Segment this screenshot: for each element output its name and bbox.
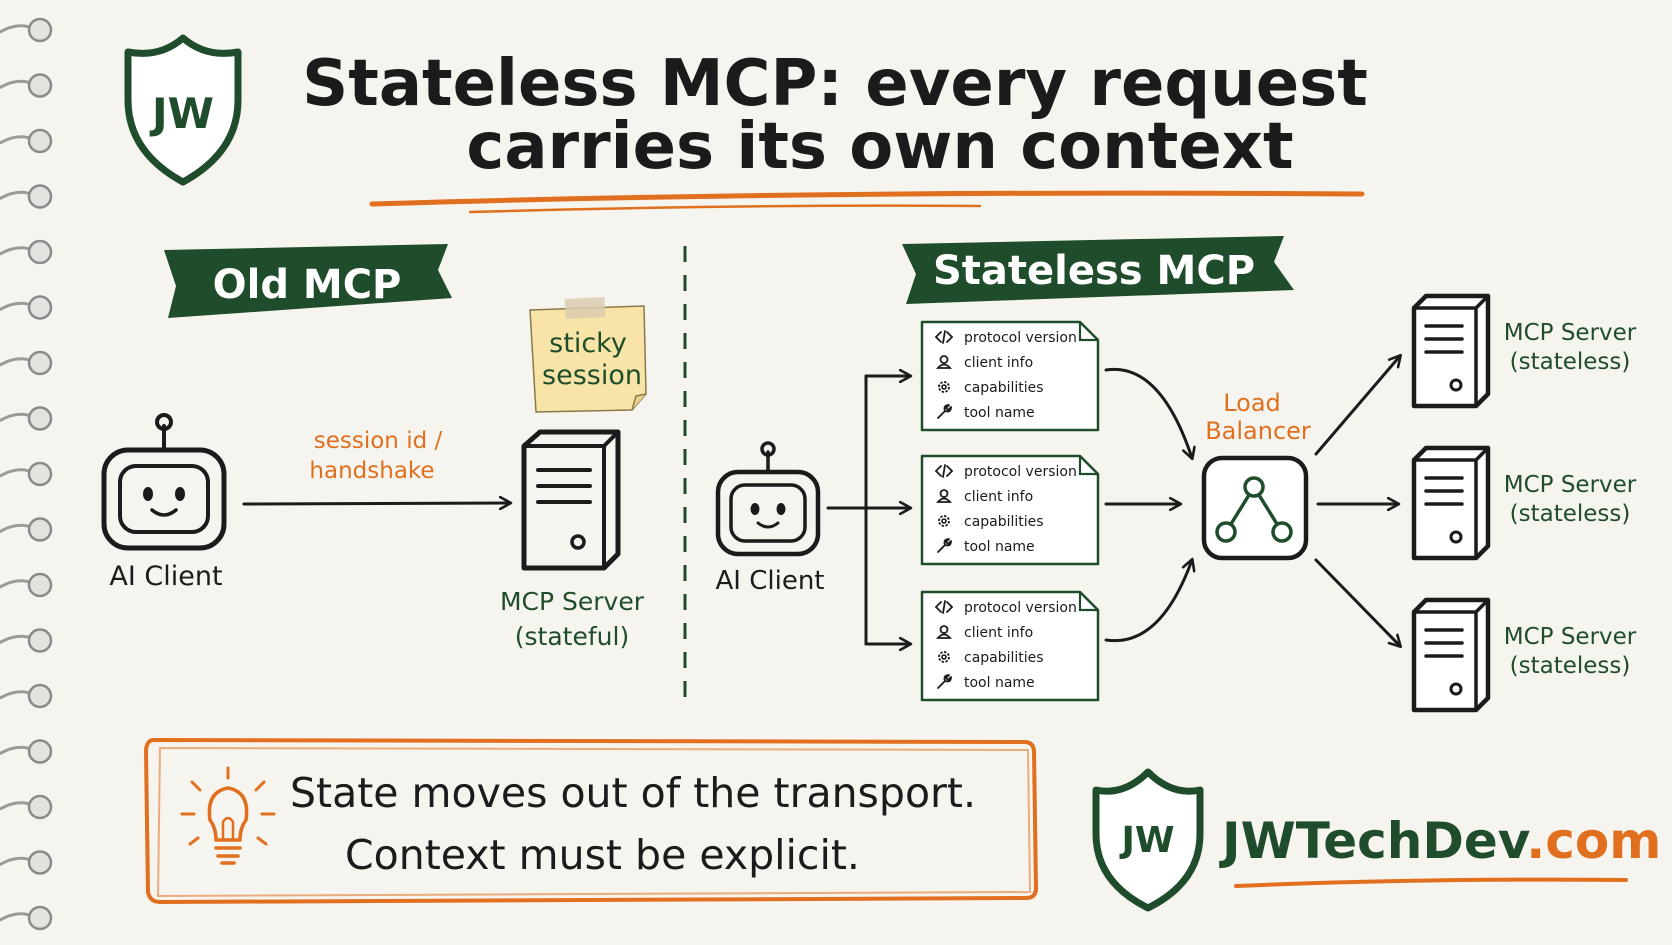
robot-icon (101, 413, 227, 551)
wrench-icon (937, 674, 952, 689)
spiral-ring (0, 406, 53, 431)
server-icon: MCP Server (stateless) (1411, 445, 1637, 561)
load-balancer-icon (1201, 455, 1309, 561)
old-mcp-banner-label: Old MCP (213, 262, 402, 308)
request-field-label: protocol version (964, 600, 1077, 616)
gear-icon (938, 381, 950, 393)
request-field-label: tool name (964, 539, 1035, 555)
request-field-label: capabilities (964, 650, 1044, 666)
load-balancer-label-line-2: Balancer (1205, 417, 1311, 445)
logo-shield: JW (124, 34, 242, 186)
brand-name-suffix: .com (1526, 812, 1661, 870)
callout-box (143, 737, 1039, 905)
sticky-tape (564, 296, 606, 320)
spiral-ring (0, 683, 53, 709)
request-card: protocol version client info capabilities t… (920, 590, 1100, 702)
old-client-label: AI Client (109, 561, 222, 592)
spiral-ring (0, 184, 53, 209)
brand-logo-monogram: JW (1118, 820, 1174, 861)
sticky-note-line-1: sticky (549, 328, 627, 359)
request-card: protocol version client info capabilities t… (920, 454, 1100, 566)
title-line-2: carries its own context (466, 110, 1293, 184)
spiral-ring (0, 572, 53, 598)
stateless-banner-label: Stateless MCP (933, 248, 1255, 294)
load-balancer-label-line-1: Load (1223, 389, 1281, 417)
card-to-lb-arrow-3 (1104, 560, 1192, 643)
spiral-ring (0, 905, 53, 931)
user-icon (936, 489, 952, 503)
gear-icon (938, 515, 950, 527)
old-server-label-line-2: (stateful) (515, 622, 629, 651)
spiral-ring (0, 461, 53, 487)
user-icon (936, 355, 952, 369)
stateless-servers: MCP Server (stateless) MCP Server (stateles… (1411, 293, 1637, 713)
code-icon (934, 600, 954, 614)
server-icon: MCP Server (stateless) (1411, 597, 1637, 713)
old-mcp-banner: Old MCP (164, 244, 452, 318)
gear-icon (938, 651, 950, 663)
request-field-label: tool name (964, 405, 1035, 421)
spiral-ring (0, 628, 53, 653)
logo-monogram: JW (149, 89, 214, 138)
brand-name-main: JWTechDev (1219, 812, 1530, 870)
request-field-label: client info (964, 489, 1033, 505)
brand-logo-shield: JW (1092, 768, 1204, 912)
request-card: protocol version client info capabilities t… (920, 320, 1100, 432)
new-client-label: AI Client (716, 566, 825, 596)
wrench-icon (937, 404, 952, 419)
arrow-label-line-2: handshake (309, 458, 434, 484)
spiral-ring (0, 739, 53, 764)
request-field-label: tool name (964, 675, 1035, 691)
stateless-mcp-banner: Stateless MCP (902, 236, 1294, 304)
spiral-ring (0, 517, 53, 542)
robot-icon (715, 441, 821, 557)
title-underline-accent (468, 204, 982, 214)
request-field-label: client info (964, 625, 1033, 641)
request-field-label: protocol version (964, 330, 1077, 346)
stateless-server-label-line-1: MCP Server (1504, 320, 1637, 346)
stateless-server-label-line-1: MCP Server (1504, 624, 1637, 650)
request-field-label: protocol version (964, 464, 1077, 480)
request-field-label: capabilities (964, 380, 1044, 396)
request-field-label: capabilities (964, 514, 1044, 530)
title-line-1: Stateless MCP: every request (302, 47, 1368, 121)
spiral-ring (0, 239, 53, 265)
request-cards: protocol version client info capabilities t… (920, 320, 1100, 702)
spiral-ring (0, 794, 53, 820)
title-underline (369, 190, 1365, 207)
brand-name: JWTechDev.com (1219, 812, 1661, 870)
spiral-ring (0, 295, 53, 320)
stateless-server-label-line-1: MCP Server (1504, 472, 1637, 498)
user-icon (936, 625, 952, 639)
old-server-label-line-1: MCP Server (500, 587, 645, 616)
code-icon (934, 330, 954, 344)
brand-underline (1234, 877, 1628, 888)
callout-line-2: Context must be explicit. (345, 831, 860, 879)
spiral-ring (0, 17, 53, 43)
stateless-server-label-line-2: (stateless) (1510, 501, 1631, 527)
server-icon: MCP Server (stateless) (1411, 293, 1637, 409)
session-arrow (242, 503, 510, 504)
stateless-server-label-line-2: (stateless) (1510, 653, 1631, 679)
lb-to-server-arrow-3 (1314, 558, 1400, 646)
code-icon (934, 464, 954, 478)
card-to-lb-arrow-1 (1104, 367, 1192, 458)
sticky-note-line-2: session (542, 360, 642, 391)
spiral-ring (0, 350, 53, 376)
notebook-spiral (0, 17, 53, 931)
spiral-ring (0, 850, 53, 875)
lb-to-server-arrow-1 (1314, 356, 1400, 456)
request-field-label: client info (964, 355, 1033, 371)
callout-line-1: State moves out of the transport. (290, 769, 976, 817)
sticky-note: sticky session (529, 296, 647, 413)
spiral-ring (0, 73, 53, 98)
arrow-label-line-1: session id / (314, 428, 443, 454)
spiral-ring (0, 128, 53, 154)
lightbulb-icon (180, 766, 276, 865)
server-icon (521, 429, 621, 571)
wrench-icon (937, 538, 952, 553)
stateless-server-label-line-2: (stateless) (1510, 349, 1631, 375)
